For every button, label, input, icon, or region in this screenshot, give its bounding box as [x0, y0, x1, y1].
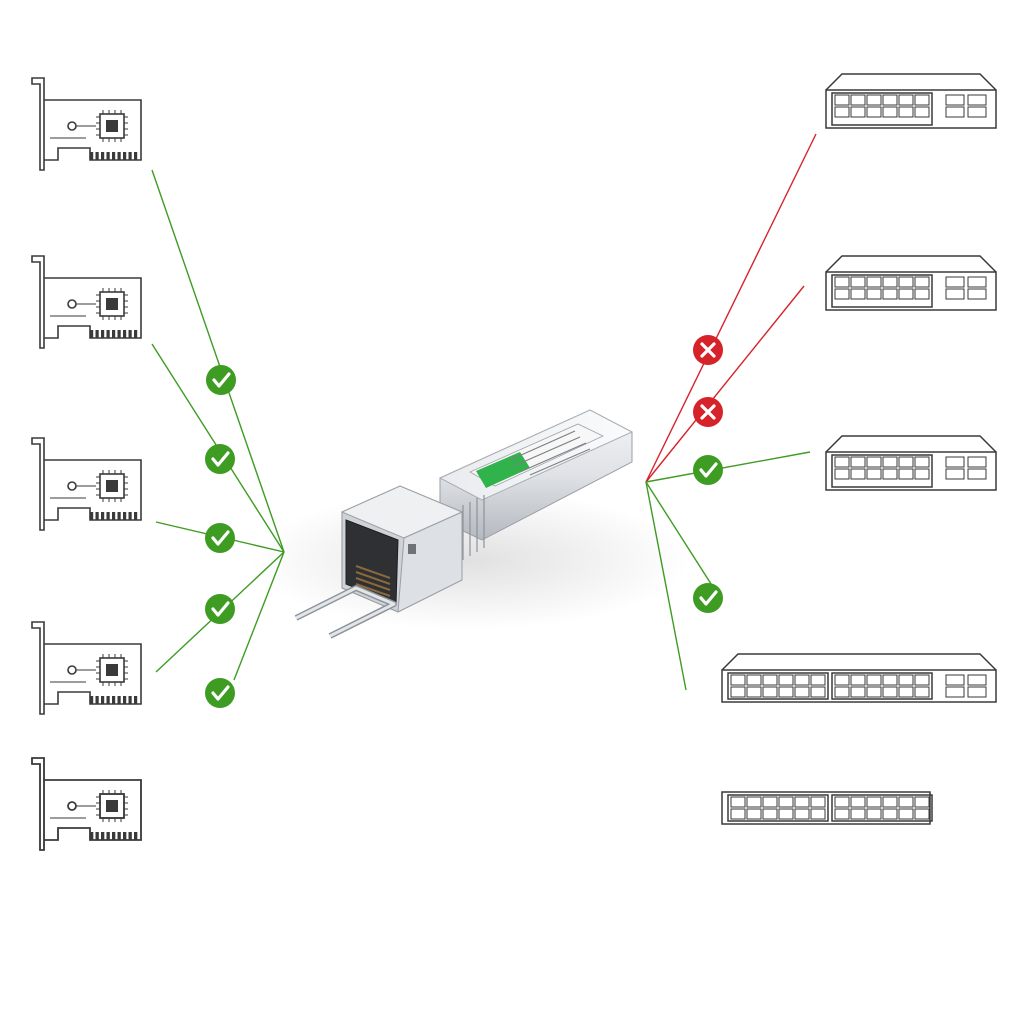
rj45-housing-side — [397, 511, 463, 613]
green-check-icon — [693, 583, 723, 613]
green-check-icon — [693, 455, 723, 485]
network-switch-icon — [721, 653, 997, 703]
bail-latch-highlight — [295, 586, 396, 638]
rj45-contact-pins — [355, 565, 391, 597]
module-ridges — [462, 495, 485, 560]
incompatible-link-line — [645, 285, 805, 483]
switch-column — [721, 73, 997, 825]
green-check-icon — [205, 678, 235, 708]
module-label-print — [509, 430, 591, 476]
latch-slot — [408, 544, 416, 554]
network-interface-card-icon — [31, 255, 142, 349]
connection-lines — [151, 133, 817, 708]
network-switch-icon — [825, 255, 997, 311]
green-check-icon — [206, 365, 236, 395]
network-interface-card-icon — [31, 77, 142, 171]
nic-card-column — [31, 77, 142, 851]
red-x-icon — [693, 397, 723, 427]
network-switch-icon — [825, 435, 997, 491]
green-check-icon — [205, 523, 235, 553]
red-x-icon — [693, 335, 723, 365]
network-interface-card-icon — [31, 621, 142, 715]
sfp-transceiver-module — [250, 409, 690, 639]
network-interface-card-icon — [31, 437, 142, 531]
incompatible-link-line — [645, 133, 817, 483]
green-check-icon — [205, 594, 235, 624]
green-check-icon — [205, 444, 235, 474]
compatible-link-line — [645, 451, 811, 483]
compatible-link-line — [645, 481, 721, 599]
network-switch-icon — [825, 73, 997, 129]
network-interface-card-icon — [31, 757, 142, 851]
network-switch-icon — [721, 791, 933, 825]
module-green-label — [476, 452, 530, 488]
compatible-link-line — [151, 169, 285, 553]
